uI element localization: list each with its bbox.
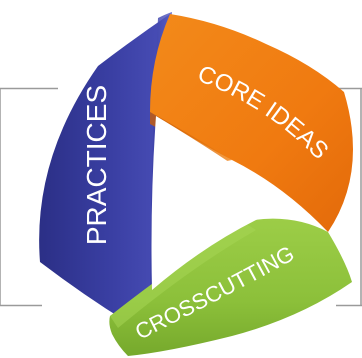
crosscutting-band [109,218,352,356]
practices-label: PRACTICES [81,85,112,245]
center-triangle [151,116,292,290]
